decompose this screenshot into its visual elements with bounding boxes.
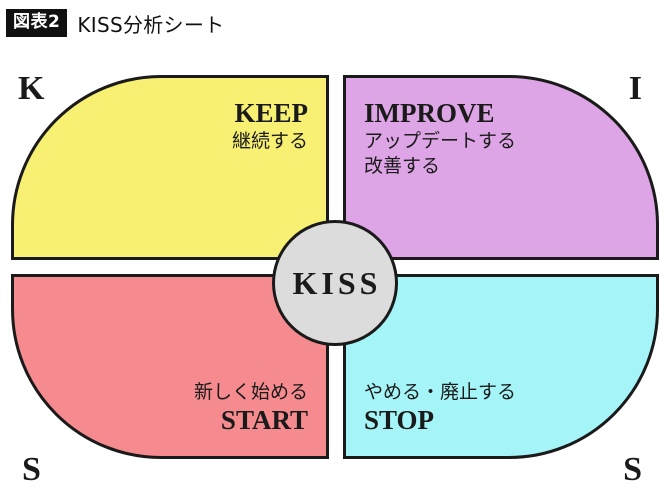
center-circle-label: KISS [292,265,382,301]
corner-letter-i: I [628,70,642,107]
corner-letter-s-right: S [623,451,642,488]
page-header: 図表2 KISS分析シート [0,0,670,46]
quadrant-start-title: START [220,404,308,435]
quadrant-stop[interactable]: やめる・廃止する STOP [343,274,659,459]
corner-letter-k: K [18,70,45,107]
quadrant-start-line-1: 新しく始める [193,380,308,403]
corner-letter-s-left: S [22,451,41,488]
quadrant-keep-content: KEEP 継続する [14,84,326,168]
page-title: KISS分析シート [77,12,225,37]
quadrant-stop-content: やめる・廃止する STOP [346,366,656,450]
figure-number-badge: 図表2 [6,9,68,37]
kiss-analysis-sheet: K I S S KEEP 継続する IMPROVE アップデートする 改善する … [0,46,670,497]
quadrant-keep[interactable]: KEEP 継続する [11,75,329,260]
quadrant-improve[interactable]: IMPROVE アップデートする 改善する [343,75,659,260]
quadrant-improve-title: IMPROVE [364,98,495,128]
center-circle[interactable]: KISS [272,220,398,346]
quadrant-stop-line-1: やめる・廃止する [364,380,517,403]
quadrant-improve-line-1: アップデートする [364,130,517,153]
quadrant-improve-content: IMPROVE アップデートする 改善する [346,84,656,193]
quadrant-start-content: 新しく始める START [14,366,326,450]
quadrant-start[interactable]: 新しく始める START [11,274,329,459]
quadrant-keep-line-1: 継続する [231,130,308,153]
quadrant-improve-line-2: 改善する [364,155,441,178]
quadrant-keep-title: KEEP [234,98,308,128]
quadrant-stop-title: STOP [364,404,435,435]
